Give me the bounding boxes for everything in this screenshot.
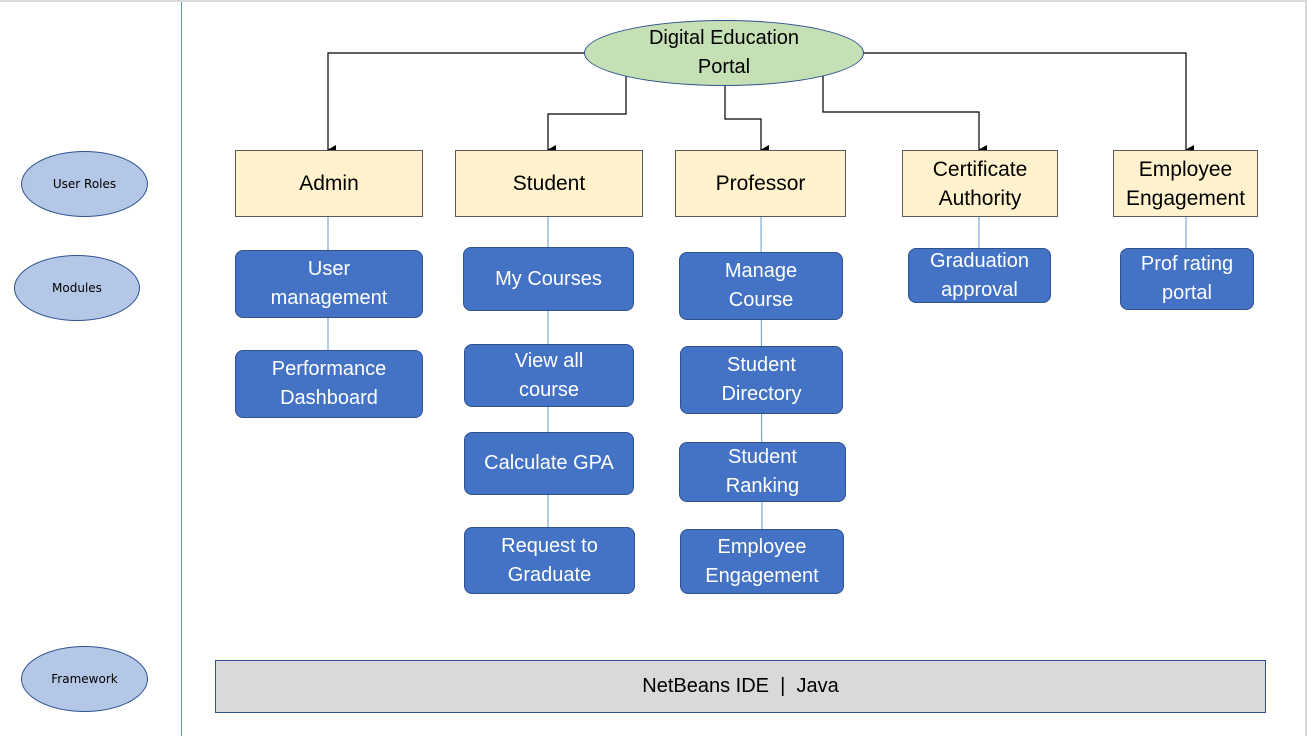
role-student: Student: [455, 150, 643, 217]
root-title-line1: Digital Education: [648, 27, 800, 49]
root-node-digital-education-portal: Digital Education Portal: [584, 20, 864, 86]
module-my-courses: My Courses: [463, 247, 634, 311]
user-roles-label: User Roles: [21, 151, 148, 217]
framework-text: NetBeans IDE | Java: [642, 675, 839, 697]
role-professor: Professor: [675, 150, 846, 217]
module-employee-engagement: Employee Engagement: [680, 529, 844, 594]
modules-label: Modules: [14, 255, 140, 321]
arrow-root-to-professor: [724, 86, 769, 155]
arrow-root-to-student: [547, 76, 627, 155]
framework-bar: NetBeans IDE | Java: [215, 660, 1266, 713]
module-request-to-graduate: Request to Graduate: [464, 527, 635, 594]
frame-right-border: [1305, 0, 1307, 736]
module-prof-rating-portal: Prof rating portal: [1120, 248, 1254, 310]
module-student-directory: Student Directory: [680, 346, 843, 414]
module-user-management: User management: [235, 250, 423, 318]
module-graduation-approval: Graduation approval: [908, 248, 1051, 303]
module-calculate-gpa: Calculate GPA: [464, 432, 634, 495]
module-student-ranking: Student Ranking: [679, 442, 846, 502]
role-admin: Admin: [235, 150, 423, 217]
left-column-divider: [181, 2, 182, 736]
arrow-root-to-certificate-authority: [822, 76, 987, 155]
root-title-line2: Portal: [697, 56, 751, 78]
module-performance-dashboard: Performance Dashboard: [235, 350, 423, 418]
module-view-all-course: View all course: [464, 344, 634, 407]
frame-top-border: [0, 0, 1307, 2]
role-certificate-authority: Certificate Authority: [902, 150, 1058, 217]
module-manage-course: Manage Course: [679, 252, 843, 320]
role-employee-engagement: Employee Engagement: [1113, 150, 1258, 217]
framework-label: Framework: [21, 646, 148, 712]
arrow-root-to-admin: [327, 52, 585, 155]
arrow-root-to-employee-engagement: [863, 52, 1194, 155]
